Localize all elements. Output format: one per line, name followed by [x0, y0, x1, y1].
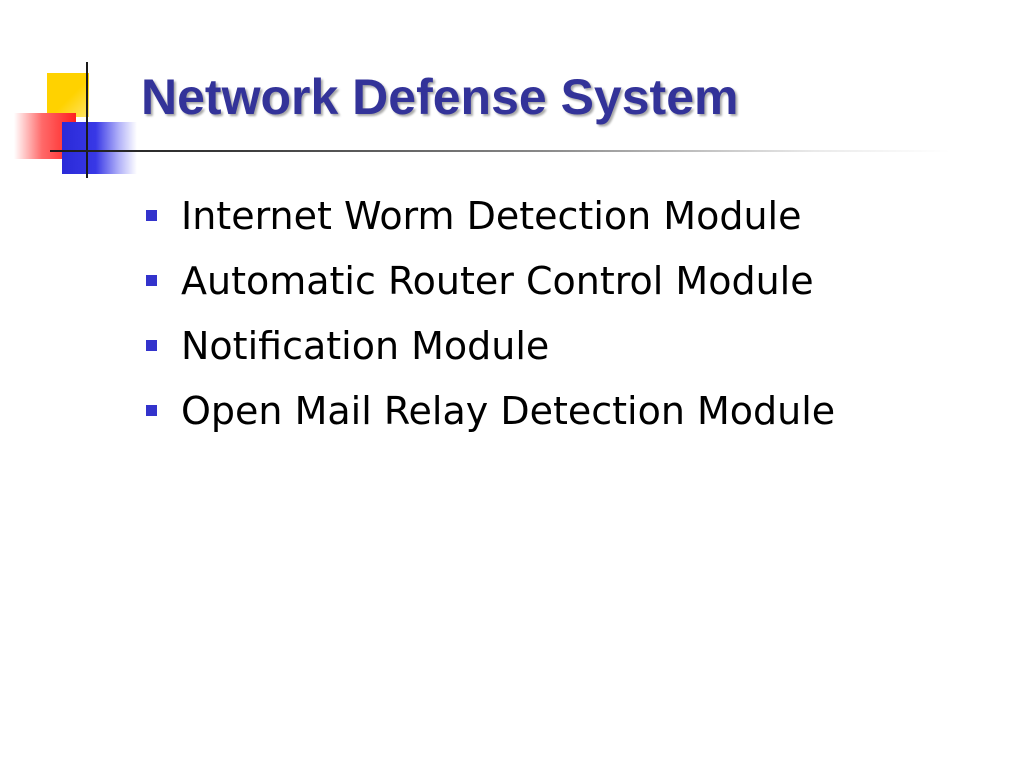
bullet-text: Notification Module — [181, 323, 550, 368]
square-bullet-icon — [146, 340, 157, 351]
logo-blue-square — [62, 122, 137, 174]
list-item: Open Mail Relay Detection Module — [146, 378, 835, 443]
square-bullet-icon — [146, 405, 157, 416]
bullet-text: Open Mail Relay Detection Module — [181, 388, 836, 433]
slide-title: Network Defense System — [141, 69, 739, 125]
bullet-text: Automatic Router Control Module — [181, 258, 814, 303]
logo-yellow-square — [47, 73, 89, 117]
slide-logo-icon — [0, 0, 150, 190]
bullet-text: Internet Worm Detection Module — [181, 193, 802, 238]
square-bullet-icon — [146, 210, 157, 221]
list-item: Notification Module — [146, 313, 835, 378]
bullet-list: Internet Worm Detection Module Automatic… — [146, 183, 835, 443]
logo-vertical-line — [86, 62, 88, 178]
list-item: Internet Worm Detection Module — [146, 183, 835, 248]
list-item: Automatic Router Control Module — [146, 248, 835, 313]
title-underline — [50, 150, 950, 152]
square-bullet-icon — [146, 275, 157, 286]
